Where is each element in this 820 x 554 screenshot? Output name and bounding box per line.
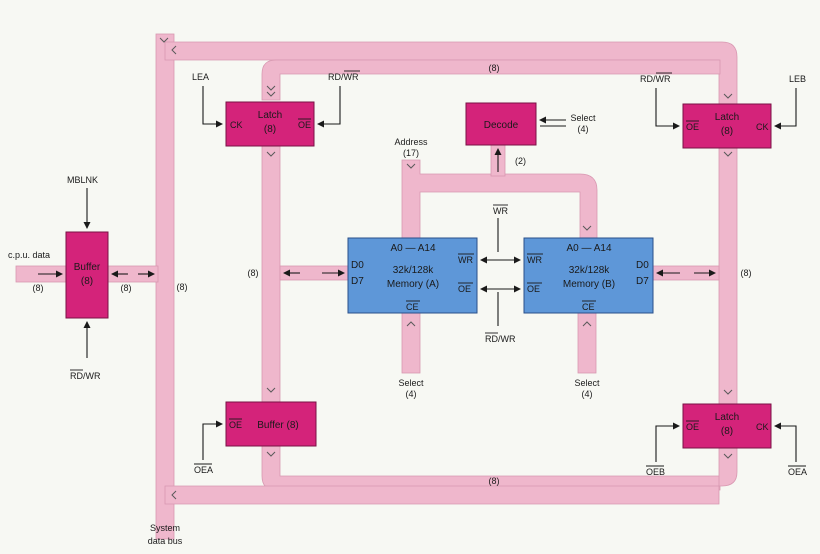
latch-a-size: (8) [264,124,276,135]
decode-width-label: (2) [515,156,526,166]
control-wires [38,86,797,462]
memory-b-address: A0 — A14 [566,243,611,254]
latch-b-oe: OE [686,122,699,132]
rd-wr-b-label: RD/WR [640,74,671,84]
rd-wr-cpu-label: RD/WR [70,371,101,381]
system-bus-width: (8) [177,282,188,292]
buffer-a-oe: OE [229,420,242,430]
latch-b-ck: CK [756,122,769,132]
lea-label: LEA [192,72,209,82]
memory-a-block: A0 — A14 D0 D7 32k/128k Memory (A) WR OE… [347,237,478,314]
buffer-a-title: Buffer (8) [257,420,299,431]
latch-c-ck: CK [756,422,769,432]
select-b-label: Select [574,378,600,388]
memory-a-capacity: 32k/128k [393,265,435,276]
latch-a-ck: CK [230,120,243,130]
mblnk-label: MBLNK [67,175,98,185]
latch-b-title: Latch [715,112,739,123]
upper-inner-bus [261,59,721,101]
latch-a-oe: OE [298,120,311,130]
top-bus-width: (8) [489,63,500,73]
address-bus [401,159,598,239]
oeb-label: OEB [646,467,665,477]
latch-c-block: Latch (8) OE CK [682,403,772,449]
bus-direction-chevrons [159,37,733,500]
latch-c-oe: OE [686,422,699,432]
select-a-width: (4) [406,389,417,399]
rd-wr-a-label: RD/WR [328,72,359,82]
decode-title: Decode [484,120,519,131]
cpu-out-width: (8) [121,283,132,293]
cpu-buffer-title: Buffer [74,262,101,273]
latch-a-title: Latch [258,110,282,121]
select-top-label: Select [570,113,596,123]
memory-a-address: A0 — A14 [390,243,435,254]
leb-label: LEB [789,74,806,84]
right-vertical-bus [718,141,738,405]
latch-a-block: Latch (8) CK OE [225,101,315,147]
memory-a-wr: WR [458,255,473,265]
latch-b-size: (8) [721,126,733,137]
memory-b-name: Memory (B) [563,279,615,290]
latch-c-title: Latch [715,412,739,423]
bus-width-labels: (8) (8) (8) (8) (8) (8) (8) [33,63,752,486]
cpu-data-label: c.p.u. data [8,250,50,260]
wr-center-label: WR [493,206,508,216]
system-bus-label: System [150,523,180,533]
latch-c-size: (8) [721,426,733,437]
bottom-return-bus [164,431,738,505]
top-bus [164,41,738,121]
memory-b-block: A0 — A14 D0 D7 32k/128k Memory (B) WR OE… [523,237,654,314]
select-top-width: (4) [578,124,589,134]
oea-right-label: OEA [788,467,807,477]
decode-block: Decode [465,102,537,146]
signal-labels: LEA RD/WR RD/WR LEB MBLNK RD/WR c.p.u. d… [8,70,807,546]
cpu-buffer-size: (8) [81,276,93,287]
system-bus-label-2: data bus [148,536,183,546]
rd-wr-center-label: RD/WR [485,334,516,344]
select-a-label: Select [398,378,424,388]
buffer-a-block: Buffer (8) OE [225,401,317,447]
bottom-bus-width: (8) [489,476,500,486]
cpu-buffer-block: Buffer (8) [65,231,109,319]
select-b-width: (4) [582,389,593,399]
oea-left-label: OEA [194,465,213,475]
memory-b-ce: CE [582,302,595,312]
memory-a-ce: CE [406,302,419,312]
system-data-bus [155,33,175,540]
cpu-in-width: (8) [33,283,44,293]
memory-a-d0: D0 [351,260,364,271]
memory-a-d7: D7 [351,276,364,287]
memory-b-capacity: 32k/128k [569,265,611,276]
left-vertical-bus [261,139,281,405]
address-label: Address [394,137,428,147]
memory-b-d0: D0 [636,260,649,271]
memory-a-name: Memory (A) [387,279,439,290]
left-inner-width: (8) [248,268,259,278]
address-width-label: (17) [403,148,419,158]
right-inner-width: (8) [741,268,752,278]
memory-b-d7: D7 [636,276,649,287]
latch-b-block: Latch (8) OE CK [682,103,772,149]
memory-a-oe: OE [458,284,471,294]
memory-b-wr: WR [527,255,542,265]
memory-b-oe: OE [527,284,540,294]
